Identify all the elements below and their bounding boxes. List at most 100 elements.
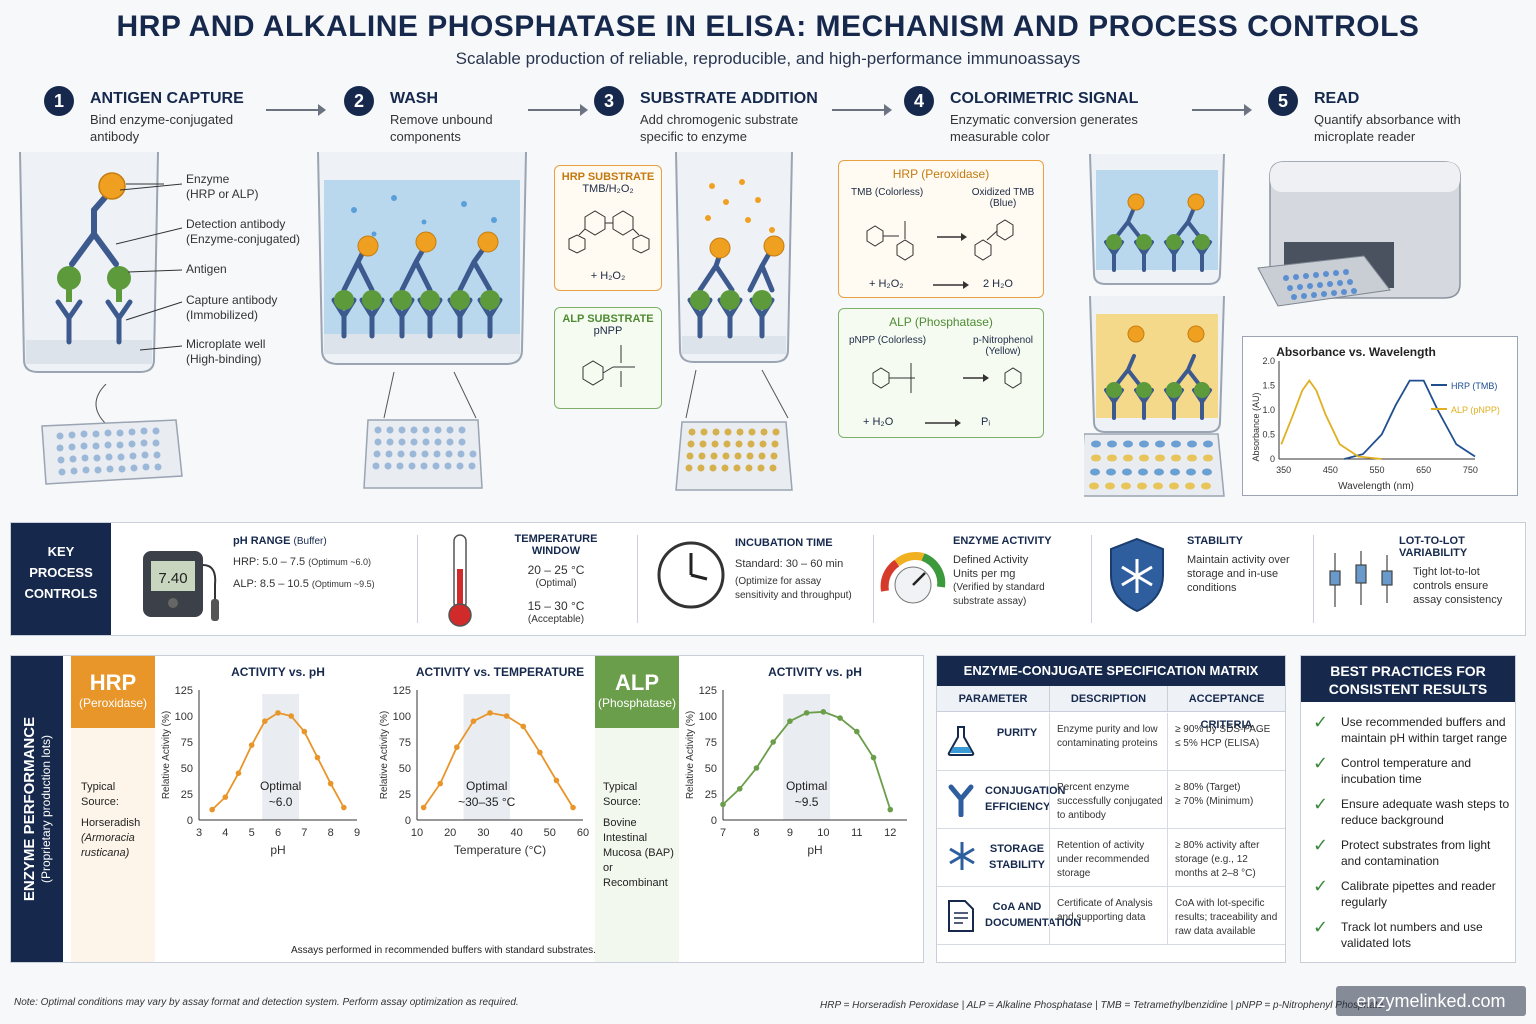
activity-note: (Verified by standard substrate assay) [953, 582, 1045, 607]
legend-hrp-label: HRP (TMB) [1451, 381, 1497, 391]
absorbance-y-label: Absorbance (AU) [1251, 392, 1261, 461]
page-title: HRP AND ALKALINE PHOSPHATASE IN ELISA: M… [116, 10, 1420, 43]
alp-substrate-name: pNPP [593, 325, 623, 337]
data-point [327, 780, 334, 787]
lot-text: Tight lot-to-lot controls ensure assay c… [1413, 566, 1503, 606]
best-practices-panel: BEST PRACTICES FOR CONSISTENT RESULTS ✓U… [1300, 655, 1516, 963]
activity-chart-title: ACTIVITY vs. pH [231, 665, 325, 679]
label-antigen: Antigen [186, 262, 227, 276]
alp-name: ALP [615, 670, 659, 695]
y-tick-label: 75 [705, 737, 717, 749]
performance-subtitle: (Proprietary production lots) [39, 734, 53, 884]
x-tick-label: 10 [817, 827, 829, 839]
best-practice-text: Track lot numbers and use validated lots [1341, 920, 1483, 950]
arrow-right-icon [933, 281, 969, 289]
y-tick-label: 125 [393, 685, 411, 697]
incubation-note: (Optimize for assay sensitivity and thro… [735, 576, 852, 601]
ph-alp-optimum: (Optimum ~9.5) [311, 579, 375, 589]
y-tick-label: 125 [175, 685, 193, 697]
control-temperature: TEMPERATURE WINDOW 20 – 25 °C (Optimal) … [491, 523, 621, 635]
data-point [275, 710, 281, 716]
matrix-col-acceptance: ACCEPTANCE CRITERIA [1167, 686, 1285, 731]
matrix-description: Certificate of Analysis and supporting d… [1057, 898, 1153, 923]
step-wash: 2 WASH Remove unbound components [344, 86, 604, 146]
y-tick-label: 75 [181, 737, 193, 749]
capture-antibody-icon [55, 299, 133, 345]
check-icon: ✓ [1313, 753, 1329, 773]
step-number: 4 [904, 86, 934, 116]
optimal-label: Optimal [786, 779, 827, 793]
data-point [570, 804, 576, 811]
control-lot-variability: LOT-TO-LOT VARIABILITY Tight lot-to-lot … [1399, 523, 1523, 635]
data-point [770, 739, 776, 745]
matrix-parameter: PURITY [996, 727, 1038, 739]
y-tick-label: 125 [699, 685, 717, 697]
x-tick-label: 10 [411, 827, 423, 839]
x-tick-label: 5 [249, 827, 255, 839]
label-leader-lines [115, 183, 183, 351]
hrp-product-label: Oxidized TMB(Blue) [971, 187, 1035, 209]
data-point [787, 718, 793, 724]
x-tick-label: 8 [753, 827, 759, 839]
control-incubation-time: INCUBATION TIME Standard: 30 – 60 min (O… [735, 523, 865, 635]
detection-antibody-icon [69, 191, 119, 267]
step-description: Enzymatic conversion generates measurabl… [950, 112, 1138, 144]
y-tick-label: 50 [181, 763, 193, 775]
performance-footnote: Assays performed in recommended buffers … [291, 945, 596, 956]
x-tick-label: 7 [301, 827, 307, 839]
data-point [248, 742, 255, 748]
x-axis-label: pH [807, 843, 822, 857]
data-point [288, 713, 294, 719]
ph-hrp-range: HRP: 5.0 – 7.5 [233, 556, 306, 568]
y-tick-label: 0.5 [1262, 430, 1275, 440]
colorimetric-wells-illustration [1084, 153, 1225, 497]
hrp-substrate-name: TMB/H₂O₂ [582, 183, 634, 195]
ph-title: pH RANGE [233, 535, 291, 547]
antibody-icon [947, 783, 977, 818]
alp-reaction-title: ALP (Phosphatase) [889, 315, 993, 329]
incubation-title: INCUBATION TIME [735, 537, 833, 549]
control-enzyme-activity: ENZYME ACTIVITY Defined Activity Units p… [953, 523, 1083, 635]
y-tick-label: 25 [399, 789, 411, 801]
matrix-acceptance: CoA with lot-specific results; traceabil… [1175, 898, 1278, 937]
controls-heading: KEY PROCESS CONTROLS [11, 523, 111, 635]
best-practice-text: Ensure adequate wash steps to reduce bac… [1341, 797, 1510, 827]
hrp-substrate-card: HRP SUBSTRATE TMB/H₂O₂ + H₂O₂ [554, 165, 662, 291]
x-tick-label: 450 [1323, 465, 1338, 475]
arrow-right-icon [832, 104, 892, 116]
y-tick-label: 75 [399, 737, 411, 749]
boxplot-icon [1329, 551, 1393, 607]
hrp-source: Typical Source: Horseradish (Armoracia r… [81, 781, 141, 859]
data-point [262, 718, 268, 724]
y-tick-label: 0 [1270, 454, 1275, 464]
step-description: Add chromogenic substrate specific to en… [640, 112, 799, 144]
data-point [553, 777, 560, 784]
y-axis-label: Relative Activity (%) [161, 711, 172, 799]
footer-note: Note: Optimal conditions may vary by ass… [14, 997, 519, 1008]
optimal-value: ~9.5 [795, 795, 819, 809]
data-point [870, 754, 877, 761]
optimal-value: ~30–35 °C [458, 795, 516, 809]
hrp-eq-left: + H₂O₂ [869, 278, 904, 290]
y-tick-label: 100 [699, 711, 717, 723]
y-tick-label: 100 [175, 711, 193, 723]
y-tick-label: 25 [181, 789, 193, 801]
hrp-name: HRP [89, 670, 137, 695]
x-tick-label: 7 [720, 827, 726, 839]
hrp-eq-right: 2 H₂O [983, 278, 1013, 290]
arrow-right-icon [266, 104, 326, 116]
clock-icon [657, 541, 725, 609]
hrp-substrate-title: HRP SUBSTRATE [561, 171, 655, 183]
temperature-optimal-sub: (Optimal) [535, 578, 577, 589]
data-point [736, 786, 743, 792]
step-description: Remove unbound components [390, 112, 493, 144]
best-practice-text: Use recommended buffers and maintain pH … [1341, 715, 1508, 745]
step-name: WASH [390, 90, 438, 107]
y-axis-label: Relative Activity (%) [685, 711, 696, 799]
activity-text: Defined Activity Units per mg [953, 554, 1029, 580]
step-substrate-addition: 3 SUBSTRATE ADDITION Add chromogenic sub… [594, 86, 854, 146]
alp-source: Typical Source: Bovine Intestinal Mucosa… [603, 781, 674, 889]
y-tick-label: 50 [705, 763, 717, 775]
